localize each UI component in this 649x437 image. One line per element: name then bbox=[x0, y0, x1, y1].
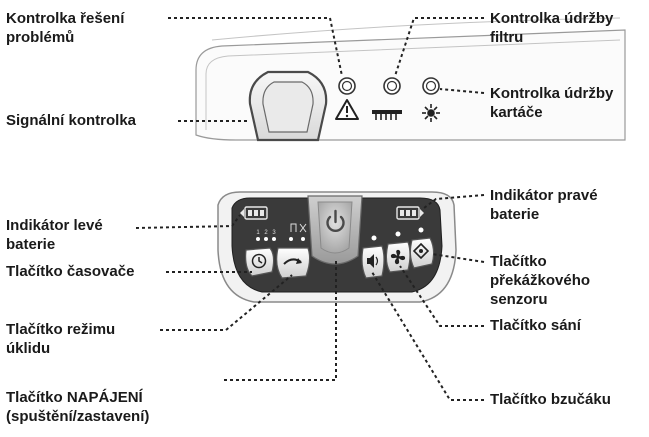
label-timer-button: Tlačítko časovače bbox=[6, 262, 134, 281]
label-cleaning-mode-button: Tlačítko režimu úklidu bbox=[6, 320, 115, 358]
label-signal-indicator: Signální kontrolka bbox=[6, 111, 136, 130]
right-battery-indicator bbox=[396, 206, 424, 220]
leader-left-battery bbox=[135, 214, 241, 229]
obstacle-sensor-button[interactable] bbox=[409, 237, 435, 269]
label-text: Tlačítko bzučáku bbox=[490, 391, 611, 408]
cleaning-mode-button[interactable] bbox=[276, 247, 311, 279]
troubleshoot-indicator-light bbox=[338, 77, 356, 95]
label-text: Signální kontrolka bbox=[6, 112, 137, 129]
fan-icon bbox=[390, 249, 406, 265]
label-text: baterie bbox=[490, 206, 540, 223]
label-text: Indikátor levé bbox=[6, 217, 103, 234]
label-text: Tlačítko časovače bbox=[6, 263, 135, 280]
leader-obstacle bbox=[431, 253, 485, 263]
timer-digit: 1 bbox=[256, 230, 260, 236]
label-text: Tlačítko bbox=[490, 253, 547, 270]
label-buzzer-button: Tlačítko bzučáku bbox=[490, 390, 611, 409]
label-text: kartáče bbox=[490, 104, 543, 121]
label-text: senzoru bbox=[490, 291, 548, 308]
leader-troubleshoot bbox=[168, 17, 343, 77]
brush-icon bbox=[422, 104, 440, 122]
label-text: Tlačítko režimu bbox=[6, 321, 116, 338]
leader-buzzer bbox=[371, 271, 484, 401]
filter-icon bbox=[372, 110, 402, 120]
leader-cleaning-mode bbox=[160, 274, 293, 331]
label-text: Indikátor pravé bbox=[490, 187, 598, 204]
label-left-battery: Indikátor levé baterie bbox=[6, 216, 103, 254]
leader-power bbox=[224, 260, 337, 381]
label-suction-button: Tlačítko sání bbox=[490, 316, 581, 335]
label-text: Kontrolka údržby bbox=[490, 85, 614, 102]
warning-icon bbox=[335, 99, 359, 120]
label-text: Kontrolka údržby bbox=[490, 10, 614, 27]
obstacle-status-dot bbox=[418, 227, 424, 233]
timer-level-digits: 1 2 3 bbox=[256, 230, 276, 241]
leader-filter bbox=[394, 17, 484, 77]
label-text: (spuštění/zastavení) bbox=[6, 408, 150, 425]
filter-indicator-light bbox=[383, 77, 401, 95]
label-text: úklidu bbox=[6, 340, 51, 357]
obstacle-sensor-icon bbox=[412, 242, 430, 260]
leader-lines bbox=[135, 17, 485, 401]
leader-brush bbox=[439, 88, 485, 94]
signal-light bbox=[248, 70, 328, 142]
cleaning-mode-glyphs bbox=[289, 223, 307, 241]
speaker-icon bbox=[367, 254, 379, 268]
label-text: problémů bbox=[6, 29, 75, 46]
timer-digit: 2 bbox=[264, 230, 268, 236]
label-brush-indicator: Kontrolka údržby kartáče bbox=[490, 84, 613, 122]
label-text: Tlačítko sání bbox=[490, 317, 581, 334]
suction-status-dot bbox=[395, 231, 401, 237]
cleaning-mode-icon bbox=[283, 258, 302, 265]
label-text: překážkového bbox=[490, 272, 591, 289]
label-text: baterie bbox=[6, 236, 56, 253]
brush-indicator-light bbox=[422, 77, 440, 95]
label-obstacle-sensor-button: Tlačítko překážkového senzoru bbox=[490, 252, 590, 309]
label-right-battery: Indikátor pravé baterie bbox=[490, 186, 598, 224]
label-text: Tlačítko NAPÁJENÍ bbox=[6, 389, 143, 406]
label-text: filtru bbox=[490, 29, 524, 46]
left-battery-indicator bbox=[240, 206, 268, 220]
power-icon bbox=[326, 209, 345, 232]
label-filter-indicator: Kontrolka údržby filtru bbox=[490, 9, 613, 47]
label-text: Kontrolka řešení bbox=[6, 10, 125, 27]
leader-suction bbox=[399, 265, 484, 327]
label-troubleshoot-indicator: Kontrolka řešení problémů bbox=[6, 9, 124, 47]
label-power-button: Tlačítko NAPÁJENÍ (spuštění/zastavení) bbox=[6, 388, 149, 426]
buzzer-status-dot bbox=[371, 235, 377, 241]
timer-icon bbox=[251, 253, 267, 269]
leader-right-battery bbox=[423, 194, 485, 209]
timer-digit: 3 bbox=[272, 230, 276, 236]
